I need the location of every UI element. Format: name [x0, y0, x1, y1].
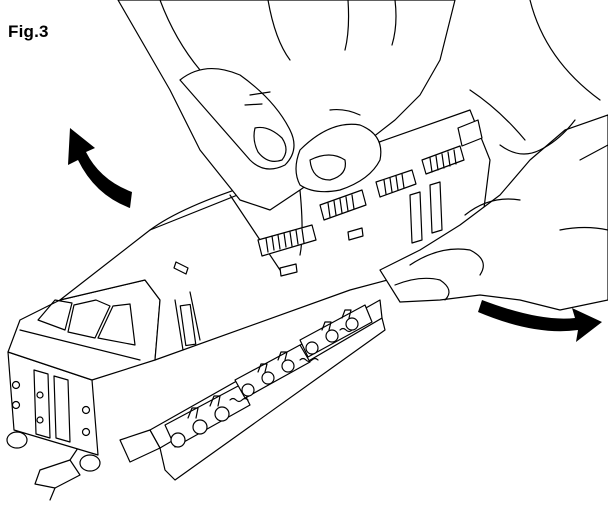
slide-arrow-icon [478, 300, 602, 342]
lift-arrow-icon [68, 128, 132, 208]
rear-bogie [300, 305, 372, 357]
middle-bogie [235, 345, 310, 398]
